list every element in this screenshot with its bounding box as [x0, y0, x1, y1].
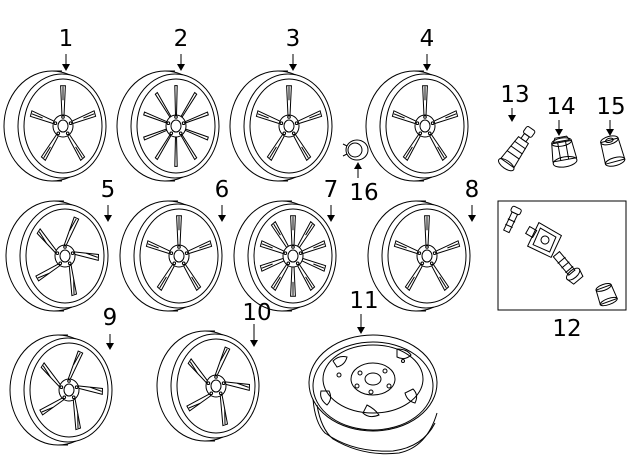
steel-spare-wheel [309, 335, 437, 454]
callout-4: 4 [407, 28, 447, 51]
callout-5: 5 [88, 179, 128, 202]
wheel-4 [366, 71, 468, 181]
callout-13: 13 [495, 84, 535, 107]
tpms-kit-frame [498, 201, 626, 310]
callout-12: 12 [547, 318, 587, 341]
locking-lug-nut-icon [599, 134, 626, 168]
wheels-group [4, 71, 470, 445]
wheel-6 [120, 201, 222, 311]
callout-16: 16 [344, 182, 384, 205]
lug-nut-icon [549, 135, 578, 169]
callout-2: 2 [161, 28, 201, 51]
wheel-7 [234, 201, 336, 311]
callout-1: 1 [46, 28, 86, 51]
wheel-5 [6, 201, 108, 311]
wheel-1 [4, 71, 106, 181]
tpms-kit [498, 201, 626, 310]
callout-11: 11 [344, 290, 384, 313]
wheel-9 [10, 335, 112, 445]
wheel-3 [230, 71, 332, 181]
callout-9: 9 [90, 307, 130, 330]
valve-stem-icon [497, 123, 539, 173]
callout-10: 10 [237, 302, 277, 325]
callout-15: 15 [591, 96, 631, 119]
callout-8: 8 [452, 179, 492, 202]
wheel-2 [117, 71, 219, 181]
callout-14: 14 [541, 96, 581, 119]
wheel-10 [157, 331, 259, 441]
center-cap-icon [343, 140, 368, 160]
callout-3: 3 [273, 28, 313, 51]
callout-6: 6 [202, 179, 242, 202]
